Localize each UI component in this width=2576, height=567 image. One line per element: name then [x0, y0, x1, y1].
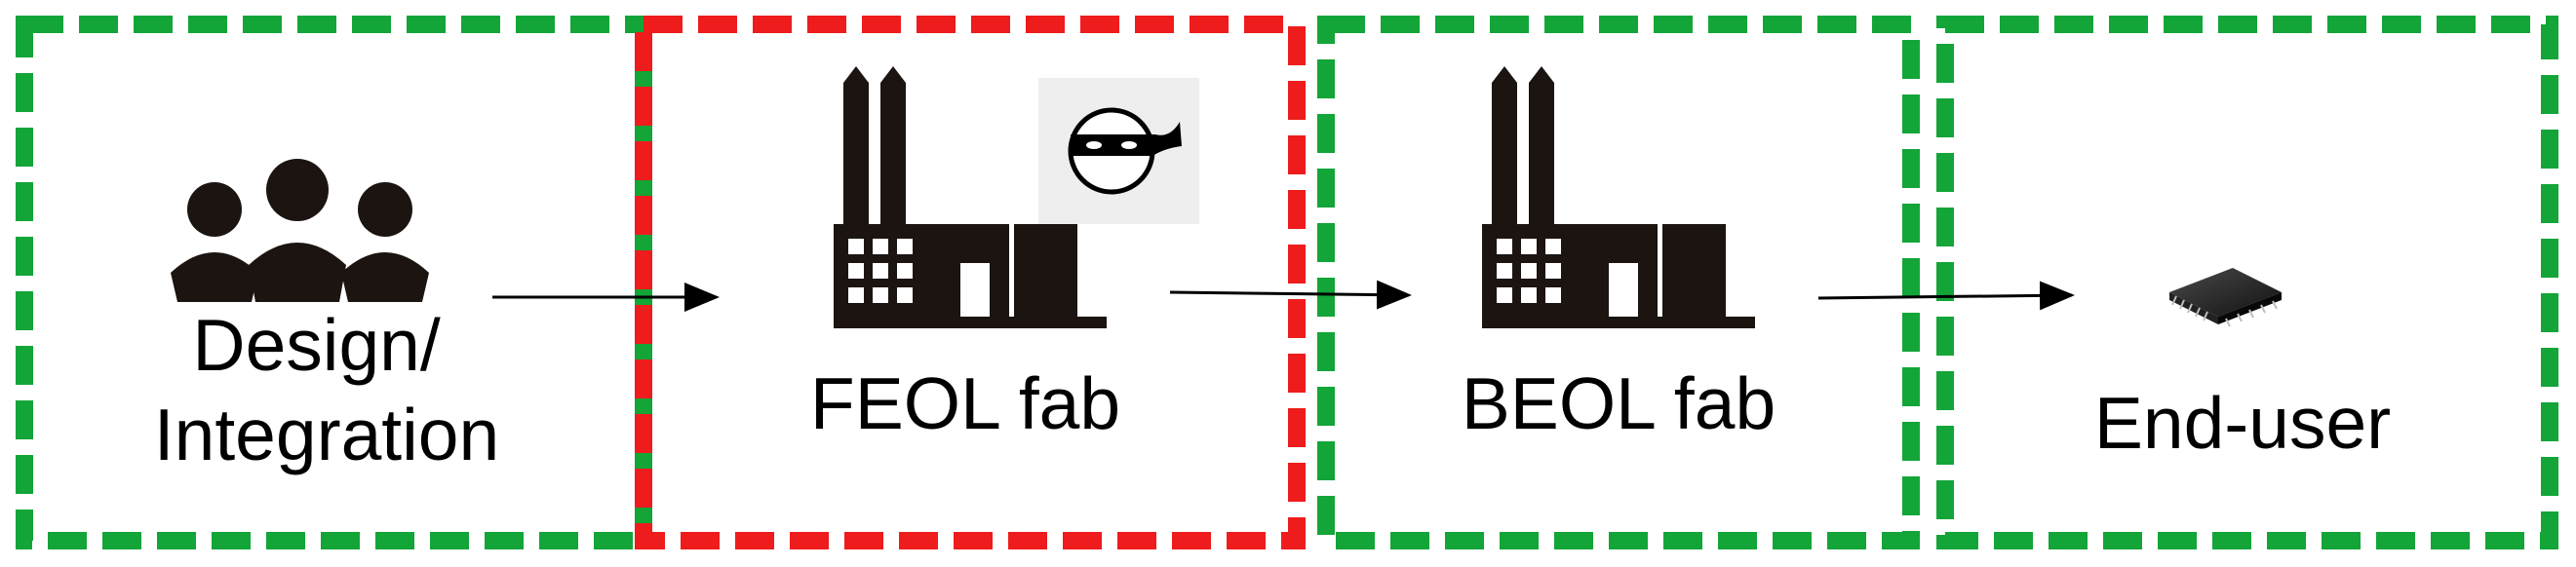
stage-label-enduser: End-user — [2094, 382, 2391, 464]
factory-windows — [1497, 239, 1638, 317]
masked-thief-icon — [1038, 78, 1199, 224]
flow-arrow — [1817, 281, 2075, 311]
stage-label-design: Design/ Integration — [154, 304, 499, 475]
ic-chip-icon — [2169, 268, 2282, 327]
stage-box-enduser — [1936, 16, 2558, 549]
stage-label-feol: FEOL fab — [810, 362, 1120, 444]
stage-box-feol — [635, 16, 1306, 549]
flow-arrow — [1169, 280, 1412, 310]
factory-windows — [848, 239, 990, 317]
stage-label-beol: BEOL fab — [1462, 362, 1776, 444]
people-group-icon — [171, 159, 429, 302]
stage-box-beol — [1317, 16, 1920, 549]
